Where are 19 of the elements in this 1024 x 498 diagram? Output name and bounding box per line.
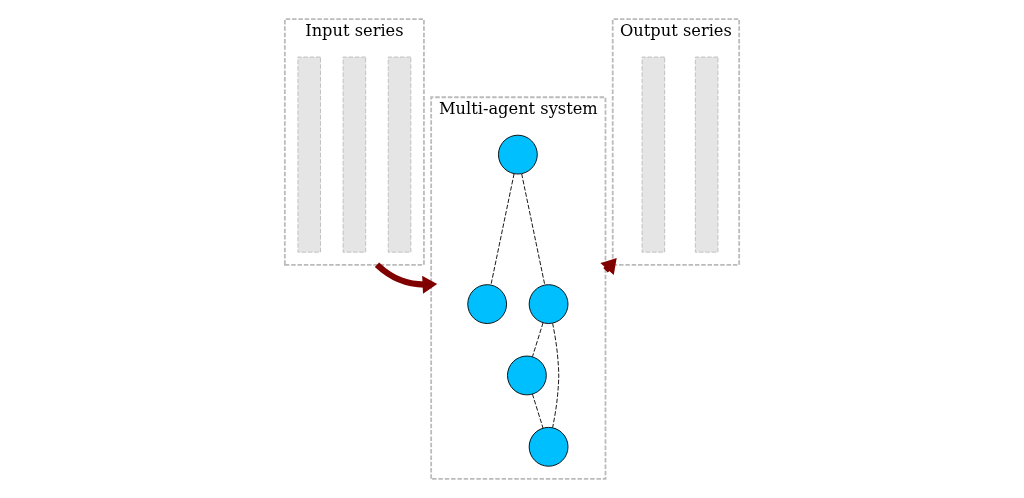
- connector: [521, 173, 546, 286]
- connector: [532, 393, 544, 429]
- node-circle: [467, 284, 508, 324]
- node-circle: [528, 284, 569, 324]
- cluster: Output series: [611, 18, 741, 266]
- node-circle: [528, 426, 569, 467]
- node-bar: [387, 56, 412, 253]
- node-bar: [694, 56, 719, 253]
- arrow: [374, 262, 438, 294]
- node-bar: [641, 56, 666, 253]
- cluster: Multi-agent system: [430, 96, 607, 480]
- cluster: Input series: [283, 18, 425, 266]
- node-circle: [507, 355, 547, 396]
- connector: [552, 322, 560, 429]
- connector: [532, 322, 544, 358]
- node-circle: [498, 134, 538, 175]
- node-bar: [342, 56, 367, 253]
- node-bar: [297, 56, 321, 253]
- connector: [490, 173, 515, 286]
